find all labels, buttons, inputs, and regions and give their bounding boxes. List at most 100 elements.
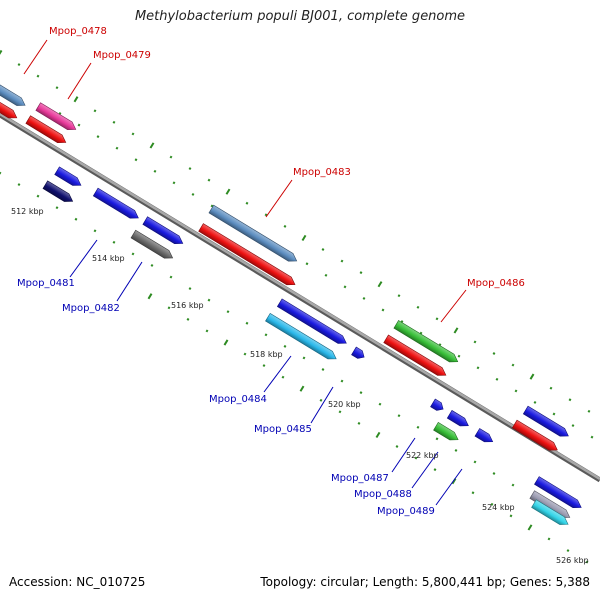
accession-text: Accession: NC_010725 (9, 575, 146, 589)
ruler-tick (131, 132, 135, 136)
callout-mpop-0488 (411, 451, 439, 489)
ruler-tick (36, 74, 40, 78)
ruler-tick (362, 296, 366, 300)
gene-arrow-steelblue-edge[interactable] (0, 80, 27, 109)
gene-arrow-mpop-0479-magenta[interactable] (35, 102, 78, 134)
ruler-tick (511, 483, 515, 487)
ruler-tick (375, 431, 381, 439)
ruler-tick (473, 460, 477, 464)
gene-arrow-blue-0485[interactable] (351, 346, 367, 361)
callout-mpop-0479 (67, 62, 92, 100)
ruler-tick (492, 472, 496, 475)
gene-arrow-blue-0484[interactable] (276, 298, 348, 347)
ruler-tick (191, 192, 195, 196)
ruler-tick (473, 340, 477, 344)
ruler-tick (511, 363, 515, 367)
gene-arrow-gray-right[interactable] (529, 490, 572, 522)
ruler-tick (495, 377, 499, 381)
ruler-tick (416, 305, 420, 309)
gene-arrow-blue-0487[interactable] (430, 398, 446, 413)
ruler-tick (112, 120, 116, 124)
ruler-tick (397, 414, 401, 418)
ruler-tick (338, 410, 342, 414)
tick-516-kbp: 516 kbp (171, 301, 204, 310)
tick-512-kbp: 512 kbp (11, 207, 44, 216)
ruler-tick (359, 391, 363, 395)
ruler-tick (210, 204, 214, 208)
ruler-tick (172, 181, 176, 185)
genome-summary-text: Topology: circular; Length: 5,800,441 bp… (260, 575, 590, 589)
ruler-tick (433, 468, 437, 472)
ruler-tick (131, 252, 135, 256)
ruler-tick (340, 259, 344, 263)
genome-backbone (0, 112, 600, 483)
gene-label-mpop-0478[interactable]: Mpop_0478 (49, 26, 107, 37)
gene-arrow-blue-small-a[interactable] (54, 166, 84, 189)
ruler-tick (514, 389, 518, 393)
ruler-tick (207, 178, 211, 182)
tick-518-kbp: 518 kbp (250, 350, 283, 359)
callout-mpop-0485 (310, 386, 334, 424)
ruler-tick (571, 424, 575, 428)
ruler-tick (188, 287, 192, 291)
ruler-tick (93, 109, 97, 113)
callout-mpop-0486 (440, 289, 467, 323)
ruler-tick (324, 273, 328, 277)
gene-label-mpop-0484[interactable]: Mpop_0484 (209, 394, 267, 405)
ruler-tick (321, 368, 325, 371)
ruler-tick (568, 398, 572, 402)
gene-arrow-blue-0481[interactable] (92, 187, 140, 222)
gene-arrow-green-0486[interactable] (393, 320, 460, 365)
ruler-tick (435, 317, 439, 321)
ruler-tick (381, 308, 385, 312)
gene-label-mpop-0488[interactable]: Mpop_0488 (354, 489, 412, 500)
ruler-tick (17, 63, 21, 67)
ruler-tick (150, 264, 154, 267)
ruler-tick (245, 321, 249, 325)
ruler-tick (585, 560, 589, 564)
gene-arrow-gray-0482[interactable] (130, 229, 175, 262)
gene-label-mpop-0479[interactable]: Mpop_0479 (93, 50, 151, 61)
ruler-tick (305, 262, 309, 266)
gene-features (0, 80, 583, 528)
ruler-tick (223, 339, 229, 346)
gene-arrow-green-0488[interactable] (433, 421, 461, 443)
gene-arrow-blue-right-a[interactable] (522, 405, 570, 440)
ruler-dots (0, 49, 594, 564)
gene-arrow-blue-right-b[interactable] (534, 476, 583, 512)
ruler-tick (55, 86, 59, 90)
ruler-tick (321, 248, 325, 251)
gene-arrow-red-0486[interactable] (383, 334, 448, 379)
gene-arrow-blue-0489[interactable] (474, 428, 495, 445)
gene-label-mpop-0481[interactable]: Mpop_0481 (17, 278, 75, 289)
callout-mpop-0487 (391, 437, 416, 473)
gene-label-mpop-0482[interactable]: Mpop_0482 (62, 303, 120, 314)
ruler-tick (283, 224, 287, 228)
ruler-tick (547, 537, 551, 541)
gene-arrow-mpop-0483-red[interactable] (198, 223, 298, 289)
ruler-tick (435, 437, 439, 441)
gene-arrow-red-0479[interactable] (25, 115, 68, 147)
gene-label-mpop-0489[interactable]: Mpop_0489 (377, 506, 435, 517)
gene-arrow-mpop-0483-steelblue[interactable] (208, 204, 299, 265)
gene-arrow-red-right[interactable] (511, 419, 559, 454)
ruler-tick (283, 344, 287, 348)
gene-label-mpop-0485[interactable]: Mpop_0485 (254, 424, 312, 435)
tick-514-kbp: 514 kbp (92, 254, 125, 263)
callout-mpop-0484 (263, 355, 292, 393)
gene-arrow-navy[interactable] (42, 180, 75, 205)
ruler-tick (414, 456, 418, 460)
gene-label-mpop-0487[interactable]: Mpop_0487 (331, 473, 389, 484)
gene-arrow-skyblue-0484[interactable] (265, 312, 338, 362)
gene-arrow-cyan-right[interactable] (531, 499, 571, 528)
tick-526-kbp: 526 kbp (556, 556, 589, 565)
ruler-tick (549, 386, 553, 390)
gene-label-mpop-0483[interactable]: Mpop_0483 (293, 167, 351, 178)
gene-arrow-red-edge[interactable] (0, 97, 19, 121)
ruler-tick (301, 234, 307, 242)
gene-arrow-blue-0482[interactable] (142, 216, 185, 248)
ruler-tick (299, 385, 305, 392)
ruler-tick (457, 354, 461, 358)
gene-arrow-blue-0488[interactable] (446, 410, 470, 429)
gene-label-mpop-0486[interactable]: Mpop_0486 (467, 278, 525, 289)
